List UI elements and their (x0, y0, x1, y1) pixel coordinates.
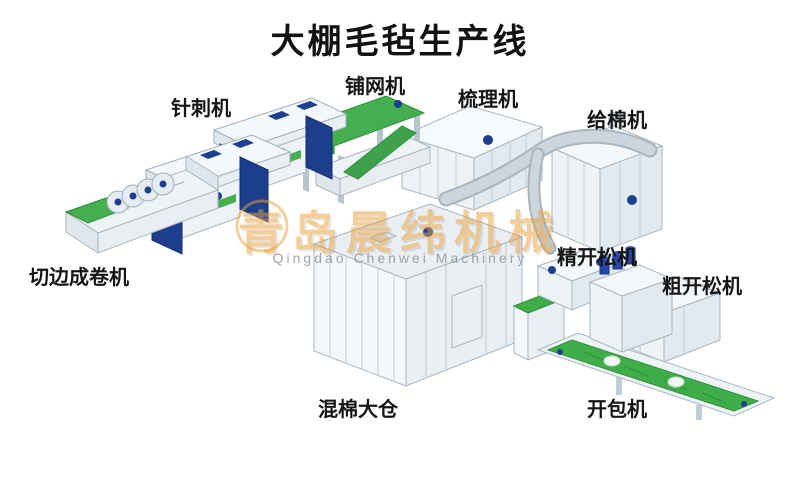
machine-mixing-silo (312, 203, 524, 387)
machine-bale-opener (536, 246, 776, 420)
label-bale-opener: 开包机 (587, 399, 647, 421)
cotton-bale (603, 355, 621, 367)
label-coarse-opener: 粗开松机 (662, 276, 742, 298)
motor-icon (483, 135, 493, 145)
motor-icon (548, 266, 556, 274)
label-carding: 梳理机 (458, 89, 518, 111)
label-cotton-feeder: 给棉机 (587, 110, 647, 132)
machine-edge-cut-winder (64, 155, 220, 254)
cotton-bale (667, 376, 685, 388)
watermark-logo-ring (235, 199, 289, 253)
motor-icon (557, 349, 563, 355)
motor-icon (741, 401, 747, 407)
silo-door (451, 284, 483, 349)
label-edge-cut-winder: 切边成卷机 (29, 267, 129, 289)
motor-icon (423, 227, 433, 237)
motor-icon (627, 195, 637, 205)
duct-pipes (438, 128, 658, 255)
label-fine-opener: 精开松机 (557, 247, 637, 269)
label-web-layer: 铺网机 (345, 76, 405, 98)
label-needle-punch: 针刺机 (171, 98, 231, 120)
motor-icon (394, 100, 402, 108)
page-title: 大棚毛毡生产线 (270, 23, 530, 61)
label-mixing-silo: 混棉大仓 (318, 399, 398, 421)
